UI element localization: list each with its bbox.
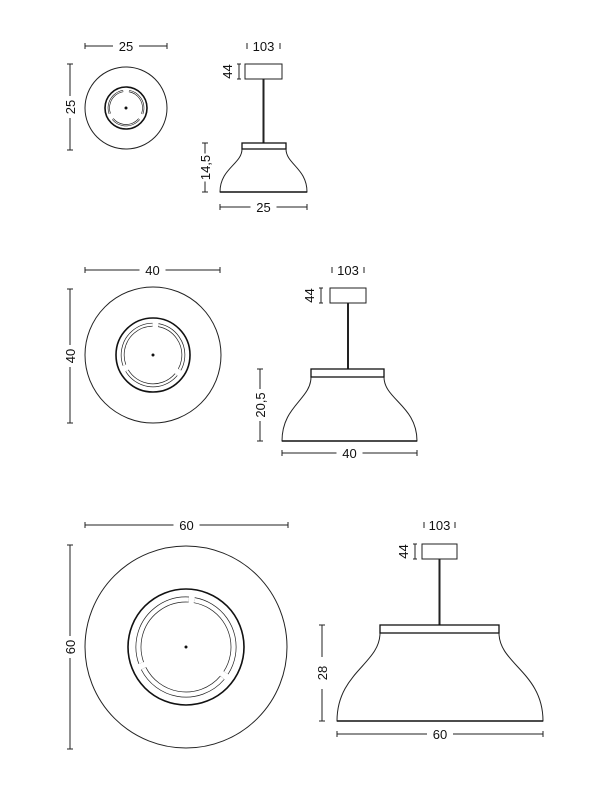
elevation-view-small: 103 44 14,5 25 (198, 39, 308, 215)
ceiling-canopy (421, 543, 458, 560)
shade-top-band (379, 624, 500, 634)
shade-width-dimension-label: 25 (256, 200, 270, 215)
plan-view-medium: 40 40 (63, 263, 222, 424)
shade-height-dimension-label: 28 (315, 666, 330, 680)
shade-top-band (310, 368, 385, 378)
center-point (184, 645, 188, 649)
shade-outline-circle (84, 66, 168, 150)
center-point (124, 106, 128, 110)
top-ring-circle (104, 86, 148, 130)
shade-width-dimension-label: 40 (342, 446, 356, 461)
ceiling-canopy (329, 287, 367, 304)
plan-view-small: 25 25 (63, 39, 168, 151)
center-point (151, 353, 155, 357)
elevation-view-medium: 103 44 20,5 40 (253, 263, 418, 461)
shade-height-dimension-label: 20,5 (253, 392, 268, 417)
shade-width-dimension-label: 60 (433, 727, 447, 742)
canopy-width-label: 103 (337, 263, 359, 278)
ventilation-slots-inner (121, 323, 185, 387)
canopy-height-label: 44 (220, 64, 235, 78)
lamp-shade (281, 376, 418, 442)
plan-depth-dimension-label: 25 (63, 100, 78, 114)
canopy-height-label: 44 (302, 288, 317, 302)
ceiling-canopy (244, 63, 283, 80)
shade-outline-circle (84, 545, 288, 749)
top-ring-circle (115, 317, 191, 393)
canopy-width-label: 103 (429, 518, 451, 533)
plan-view-large: 60 60 (63, 518, 289, 750)
canopy-height-label: 44 (396, 544, 411, 558)
plan-depth-dimension-label: 60 (63, 640, 78, 654)
plan-width-dimension-label: 40 (145, 263, 159, 278)
plan-width-dimension-label: 25 (119, 39, 133, 54)
lamp-shade (336, 632, 544, 722)
ventilation-slots-inner (108, 90, 144, 126)
plan-width-dimension-label: 60 (179, 518, 193, 533)
shade-outline-circle (84, 286, 222, 424)
ventilation-slots-inner (136, 597, 236, 697)
shade-height-dimension-label: 14,5 (198, 155, 213, 180)
plan-depth-dimension-label: 40 (63, 349, 78, 363)
top-ring-circle (127, 588, 245, 706)
canopy-width-label: 103 (253, 39, 275, 54)
lamp-shade (219, 148, 308, 193)
shade-top-band (241, 142, 287, 150)
elevation-view-large: 103 44 28 60 (315, 518, 544, 742)
